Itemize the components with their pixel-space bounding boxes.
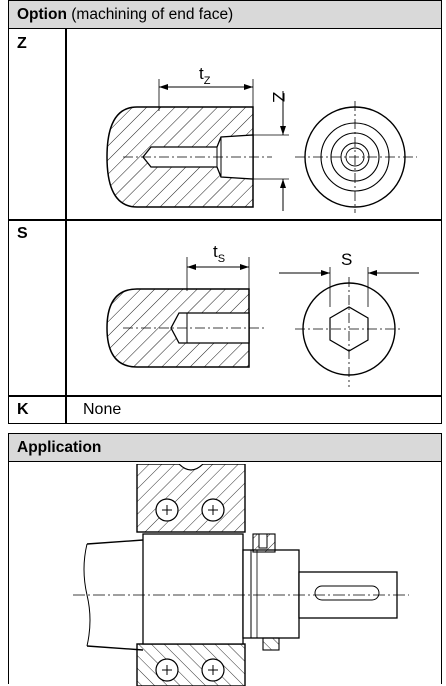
dim-label-s: S [341,250,352,269]
application-table: Application [8,433,442,686]
dim-label-z: Z [269,92,288,102]
drawing-application [73,464,409,686]
option-table-header: Option (machining of end face) [9,1,441,29]
option-k-description: None [83,401,122,418]
row-divider-s-k [9,395,441,397]
dim-label-ts: tS [213,242,225,265]
drawing-option-s: tS S [106,242,419,387]
row-divider-z-s [9,219,441,221]
option-code-s: S [17,225,28,242]
dim-label-tz: tZ [199,64,211,87]
drawing-option-z: tZ Z [106,64,417,213]
application-table-header: Application [9,434,441,462]
option-code-z: Z [17,35,27,52]
column-divider [65,29,67,423]
option-header-rest: (machining of end face) [66,6,234,23]
option-code-k: K [17,401,29,418]
option-header-bold: Option [17,6,67,23]
option-table: Option (machining of end face) Z tZ Z [8,0,442,424]
